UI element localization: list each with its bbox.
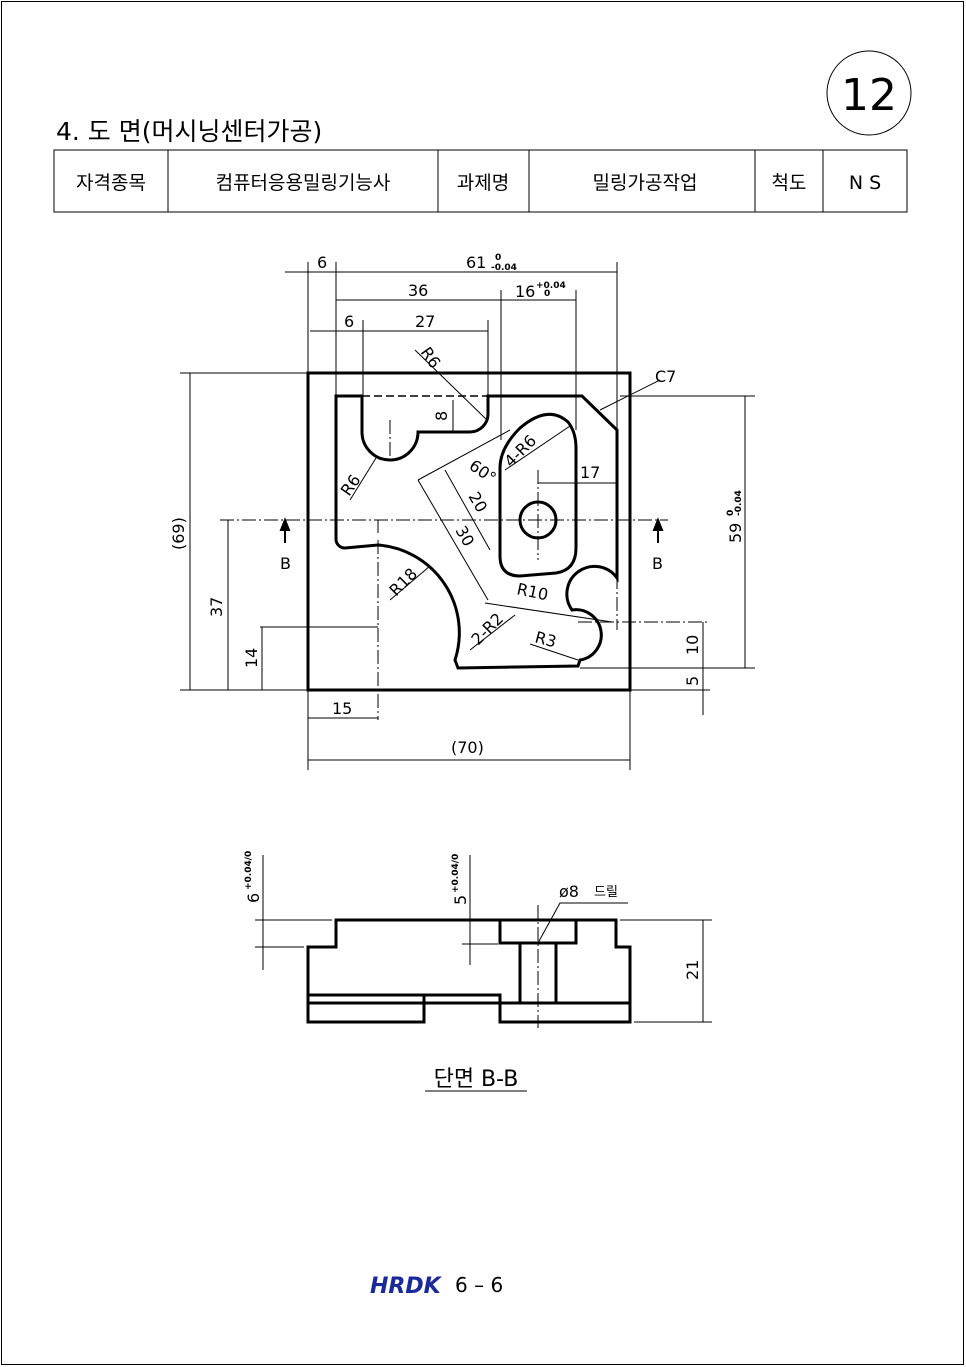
dim-6-inner: 6 [344,312,354,331]
dim-14: 14 [242,648,261,668]
dim-r6-top: R6 [417,343,445,371]
dim-4-r6: 4-R6 [500,431,540,471]
dim-5: 5 [683,676,702,686]
page-number: 6 – 6 [455,1273,503,1297]
section-view: 6 +0.04/0 5 +0.04/0 ø8 드릴 21 단면 B-B [244,851,712,1092]
section-dim-6-tol: +0.04/0 [244,851,254,890]
dim-59-lower: -0.04 [734,490,744,516]
dim-36: 36 [408,281,428,300]
label-task: 과제명 [457,172,509,194]
dim-16: 16 [515,282,535,301]
section-dim-21: 21 [683,960,702,980]
hrdk-logo: HRDK [370,1274,443,1299]
section-mark-left: B [280,554,291,573]
section-hatch-left [306,918,522,1005]
stock-outline [306,371,632,692]
dimension-lines [180,262,755,770]
section-dim-5-tol: +0.04/0 [451,854,461,893]
island-slot [498,412,578,578]
label-scale: 척도 [772,172,807,194]
dim-61: 61 [466,253,486,272]
section-hatch-right [554,918,632,1005]
dim-c7: C7 [655,367,676,386]
page-title: 4. 도 면(머시닝센터가공) [56,117,322,146]
dim-61-lower: -0.04 [491,263,517,273]
qualification: 컴퓨터응용밀링기능사 [216,172,391,194]
drill-diameter: ø8 [559,882,579,901]
plan-view: 6 61 0 -0.04 36 16 +0.04 0 6 27 R6 C7 8 … [169,253,755,770]
dim-10: 10 [683,635,702,655]
dim-r3: R3 [533,628,558,652]
drill-label: 드릴 [594,885,618,900]
dim-70: (70) [451,738,484,757]
dim-69: (69) [169,517,188,550]
section-arrows [279,517,664,543]
section-dim-5: 5 [451,895,470,905]
task: 밀링가공작업 [593,172,698,194]
dim-37: 37 [207,597,226,617]
dim-59-upper: 0 [726,510,736,516]
dim-30: 30 [452,523,479,550]
scale: N S [849,172,881,194]
dim-15: 15 [332,699,352,718]
sheet-number: 12 [841,70,897,121]
title-block: 자격종목 컴퓨터응용밀링기능사 과제명 밀링가공작업 척도 N S [53,149,908,213]
dim-16-upper: +0.04 [536,281,566,291]
dim-r6-left: R6 [337,471,365,499]
dim-r18: R18 [385,564,421,600]
pocket-profile [334,394,619,670]
dim-17: 17 [580,463,600,482]
dim-60deg: 60° [466,456,500,488]
section-dim-6: 6 [244,893,263,903]
dim-61-upper: 0 [495,253,501,263]
section-mark-right: B [652,554,663,573]
section-caption: 단면 B-B [434,1067,519,1092]
dim-2-r2: 2-R2 [467,609,507,649]
dim-27: 27 [415,312,435,331]
label-qualification: 자격종목 [76,172,146,194]
dim-8: 8 [432,411,451,421]
dim-16-lower: 0 [544,289,550,299]
dim-59: 59 [726,523,745,543]
dim-6: 6 [317,253,327,272]
dim-r10: R10 [515,579,550,604]
sheet-number-circle [826,50,912,136]
